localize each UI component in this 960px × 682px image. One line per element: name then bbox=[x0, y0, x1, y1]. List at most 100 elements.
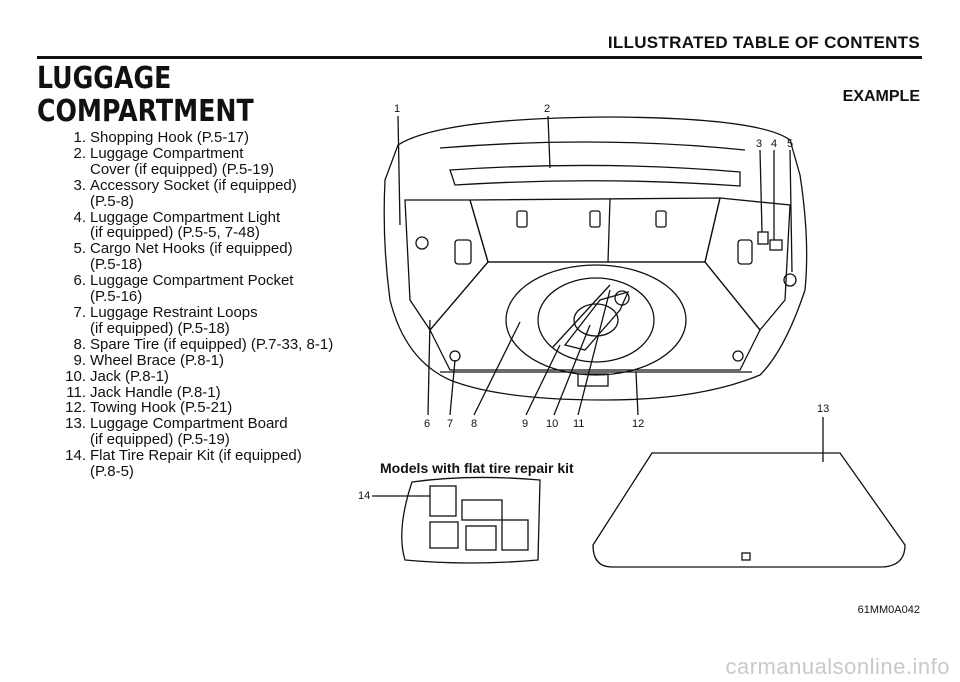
item-text: Luggage Compartment Light(if equipped) (… bbox=[90, 208, 350, 242]
cargo-hook bbox=[783, 273, 797, 287]
list-item: 9.Wheel Brace (P.8-1) bbox=[50, 351, 350, 369]
item-line: Luggage Compartment Pocket bbox=[90, 272, 294, 290]
item-text: Jack (P.8-1) bbox=[90, 367, 350, 385]
item-number: 13. bbox=[65, 415, 86, 433]
list-item: 10.Jack (P.8-1) bbox=[50, 367, 350, 385]
callout-10: 10 bbox=[546, 418, 559, 430]
spare-tire-well bbox=[505, 264, 687, 376]
item-line: Shopping Hook (P.5-17) bbox=[90, 129, 249, 146]
rear-seatback bbox=[469, 197, 721, 263]
item-line: Jack (P.8-1) bbox=[90, 367, 169, 385]
list-item: 7.Luggage Restraint Loops(if equipped) (… bbox=[50, 305, 350, 337]
list-item: 1.Shopping Hook (P.5-17) bbox=[50, 130, 350, 146]
callout-8: 8 bbox=[471, 418, 478, 430]
item-number: 9. bbox=[73, 351, 86, 369]
item-line: Luggage Compartment bbox=[90, 144, 244, 162]
item-list: 1.Shopping Hook (P.5-17)2.Luggage Compar… bbox=[50, 130, 350, 480]
item-text: Luggage Compartment Board(if equipped) (… bbox=[90, 416, 350, 448]
callout-5: 5 bbox=[787, 138, 794, 150]
callout-2: 2 bbox=[544, 103, 551, 115]
list-item: 3.Accessory Socket (if equipped)(P.5-8) bbox=[50, 176, 350, 210]
item-line: Accessory Socket (if equipped) bbox=[90, 176, 297, 194]
repair-kit-box bbox=[461, 499, 503, 521]
list-item: 12.Towing Hook (P.5-21) bbox=[50, 400, 350, 416]
section-title-line1: LUGGAGE bbox=[37, 61, 172, 96]
list-item: 13.Luggage Compartment Board(if equipped… bbox=[50, 416, 350, 448]
callout-9: 9 bbox=[522, 418, 529, 430]
cargo-floor bbox=[429, 261, 761, 371]
item-line: (if equipped) (P.5-18) bbox=[90, 319, 230, 337]
repair-kit-box bbox=[429, 521, 459, 549]
callout-14: 14 bbox=[358, 490, 371, 502]
item-line: (if equipped) (P.5-19) bbox=[90, 431, 230, 449]
repair-kit-box bbox=[429, 485, 457, 517]
item-line: (P.5-8) bbox=[90, 192, 134, 210]
item-line: Cargo Net Hooks (if equipped) bbox=[90, 240, 293, 258]
jack-handle bbox=[551, 284, 611, 349]
header-rule bbox=[37, 56, 922, 59]
item-number: 14. bbox=[65, 447, 86, 465]
repair-kit-box bbox=[501, 519, 529, 551]
item-number: 5. bbox=[73, 240, 86, 258]
seat-tag bbox=[589, 210, 601, 228]
list-item: 5.Cargo Net Hooks (if equipped)(P.5-18) bbox=[50, 241, 350, 273]
watermark: carmanualsonline.info bbox=[725, 654, 950, 679]
spare-tire-hub bbox=[573, 303, 619, 337]
section-title-line2: COMPARTMENT bbox=[37, 94, 254, 129]
restraint-loop bbox=[449, 350, 461, 362]
callout-7: 7 bbox=[447, 418, 454, 430]
item-line: (if equipped) (P.5-5, 7-48) bbox=[90, 224, 260, 242]
item-line: Luggage Compartment Board bbox=[90, 415, 288, 433]
jack bbox=[563, 290, 630, 351]
section-title: LUGGAGE COMPARTMENT bbox=[37, 62, 254, 128]
item-number: 2. bbox=[73, 144, 86, 162]
left-pocket bbox=[454, 239, 472, 265]
item-line: Spare Tire (if equipped) (P.7-33, 8-1) bbox=[90, 335, 334, 353]
item-number: 1. bbox=[73, 129, 86, 146]
item-line: (P.5-18) bbox=[90, 256, 143, 274]
right-pocket bbox=[737, 239, 753, 265]
item-number: 10. bbox=[65, 367, 86, 385]
item-number: 8. bbox=[73, 335, 86, 353]
callout-3: 3 bbox=[756, 138, 763, 150]
item-line: Luggage Compartment Light bbox=[90, 208, 281, 226]
item-number: 11. bbox=[66, 383, 86, 401]
item-number: 3. bbox=[73, 176, 86, 194]
list-item: 6.Luggage Compartment Pocket(P.5-16) bbox=[50, 273, 350, 305]
item-text: Cargo Net Hooks (if equipped)(P.5-18) bbox=[90, 241, 350, 273]
tailgate-edge bbox=[439, 141, 746, 151]
item-line: Jack Handle (P.8-1) bbox=[90, 383, 221, 401]
item-line: Flat Tire Repair Kit (if equipped) bbox=[90, 447, 302, 465]
board-handle bbox=[741, 552, 751, 561]
item-text: Jack Handle (P.8-1) bbox=[90, 383, 350, 401]
callout-1: 1 bbox=[394, 103, 401, 115]
item-line: (P.8-5) bbox=[90, 463, 134, 481]
item-text: Shopping Hook (P.5-17) bbox=[90, 130, 350, 146]
item-number: 12. bbox=[65, 399, 86, 417]
callout-6: 6 bbox=[424, 418, 431, 430]
figure-code: 61MM0A042 bbox=[857, 604, 920, 616]
list-item: 8.Spare Tire (if equipped) (P.7-33, 8-1) bbox=[50, 335, 350, 353]
wheel-brace bbox=[614, 290, 630, 306]
cargo-cover bbox=[449, 164, 741, 187]
seatback-split bbox=[607, 198, 611, 263]
list-item: 11.Jack Handle (P.8-1) bbox=[50, 383, 350, 401]
item-number: 6. bbox=[73, 272, 86, 290]
item-number: 4. bbox=[73, 208, 86, 226]
car-body-outline bbox=[383, 116, 808, 401]
item-text: Spare Tire (if equipped) (P.7-33, 8-1) bbox=[90, 335, 350, 353]
item-text: Towing Hook (P.5-21) bbox=[90, 400, 350, 416]
figure-caption: Models with flat tire repair kit bbox=[380, 460, 574, 476]
seat-tag bbox=[516, 210, 528, 228]
item-line: Wheel Brace (P.8-1) bbox=[90, 351, 224, 369]
list-item: 4.Luggage Compartment Light(if equipped)… bbox=[50, 208, 350, 242]
compartment-light bbox=[769, 239, 783, 251]
callout-12: 12 bbox=[632, 418, 645, 430]
restraint-loop bbox=[732, 350, 744, 362]
example-label: EXAMPLE bbox=[842, 88, 920, 105]
item-line: Towing Hook (P.5-21) bbox=[90, 399, 233, 417]
header-title: ILLUSTRATED TABLE OF CONTENTS bbox=[607, 33, 920, 52]
repair-kit-box bbox=[465, 525, 497, 551]
